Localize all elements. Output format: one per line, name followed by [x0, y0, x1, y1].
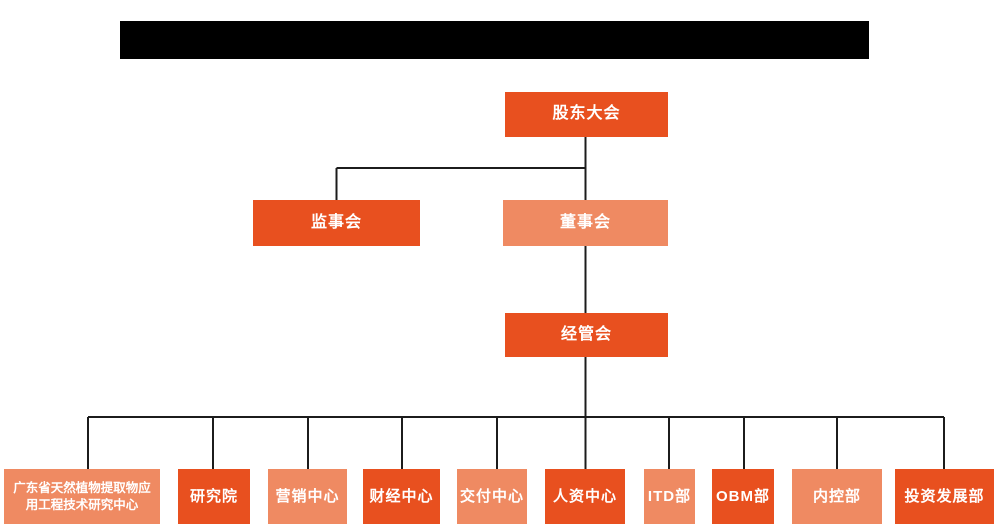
node-management-committee: 经管会 [505, 313, 668, 357]
node-supervisory-board: 监事会 [253, 200, 420, 246]
node-marketing-center: 营销中心 [268, 469, 347, 524]
redacted-title-bar [120, 21, 869, 59]
node-label: 财经中心 [369, 487, 434, 505]
node-label: 股东大会 [552, 105, 621, 123]
node-label: OBM部 [716, 487, 770, 505]
node-label: 研究院 [189, 487, 238, 505]
node-internal-control-department: 内控部 [792, 469, 882, 524]
node-label: 董事会 [559, 213, 611, 231]
node-label: 经管会 [560, 325, 612, 343]
node-delivery-center: 交付中心 [457, 469, 527, 524]
node-research-center: 广东省天然植物提取物应用工程技术研究中心 [4, 469, 160, 524]
node-board-of-directors: 董事会 [503, 200, 668, 246]
node-label: 人资中心 [552, 487, 617, 505]
node-shareholders-meeting: 股东大会 [505, 92, 668, 137]
node-label: 投资发展部 [904, 487, 985, 505]
node-label: 交付中心 [459, 487, 524, 505]
node-hr-center: 人资中心 [545, 469, 625, 524]
node-finance-center: 财经中心 [363, 469, 440, 524]
node-investment-development-department: 投资发展部 [895, 469, 994, 524]
node-label: 内控部 [812, 487, 861, 505]
node-obm-department: OBM部 [712, 469, 774, 524]
node-label: 营销中心 [275, 487, 340, 505]
node-label: 广东省天然植物提取物应用工程技术研究中心 [13, 481, 151, 512]
node-label: ITD部 [647, 487, 692, 505]
node-label: 监事会 [310, 213, 362, 231]
node-research-institute: 研究院 [178, 469, 250, 524]
node-itd-department: ITD部 [644, 469, 695, 524]
